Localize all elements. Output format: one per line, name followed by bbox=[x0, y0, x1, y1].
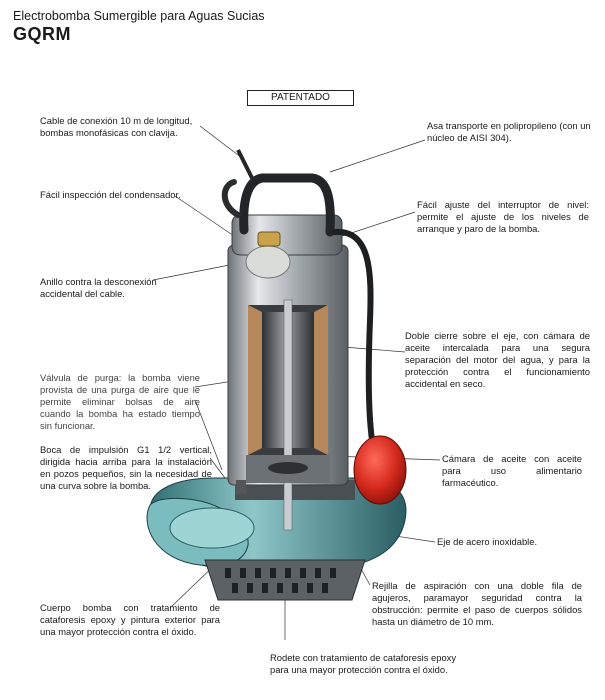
patent-badge: PATENTADO bbox=[247, 90, 354, 106]
label-handle: Asa transporte en polipropileno (con un … bbox=[427, 120, 591, 143]
label-impeller: Rodete con tratamiento de cataforesis ep… bbox=[270, 652, 457, 675]
label-oil-chamber: Cámara de aceite con aceite para uso ali… bbox=[442, 453, 582, 488]
label-shaft: Eje de acero inoxidable. bbox=[437, 536, 538, 547]
carry-handle bbox=[239, 173, 335, 237]
label-outlet: Boca de impulsión G1 1/2 vertical, dirig… bbox=[40, 444, 212, 491]
label-purge-valve: Válvula de purga: la bomba viene provist… bbox=[40, 372, 200, 431]
label-shaft-seal: Doble cierre sobre el eje, con cámara de… bbox=[405, 330, 590, 389]
pump-body bbox=[146, 477, 407, 571]
float-switch bbox=[353, 435, 407, 505]
label-capacitor: Fácil inspección del condensador. bbox=[40, 189, 181, 200]
power-cable bbox=[221, 179, 241, 218]
label-ring: Anillo contra la desconexión accidental … bbox=[40, 276, 157, 299]
top-cap bbox=[231, 214, 343, 279]
float-cable bbox=[332, 228, 375, 443]
model-title: GQRM bbox=[13, 24, 71, 44]
label-level-switch: Fácil ajuste del interruptor de nivel: p… bbox=[417, 199, 589, 234]
label-suction-grid: Rejilla de aspiración con una doble fila… bbox=[372, 580, 582, 627]
cable-entry bbox=[236, 149, 254, 179]
label-pump-body: Cuerpo bomba con tratamiento de catafore… bbox=[40, 602, 220, 637]
motor-housing bbox=[227, 244, 349, 531]
suction-grid bbox=[204, 559, 366, 601]
page-subtitle: Electrobomba Sumergible para Aguas Sucia… bbox=[13, 9, 265, 23]
label-cable: Cable de conexión 10 m de longitud, bomb… bbox=[40, 115, 193, 138]
